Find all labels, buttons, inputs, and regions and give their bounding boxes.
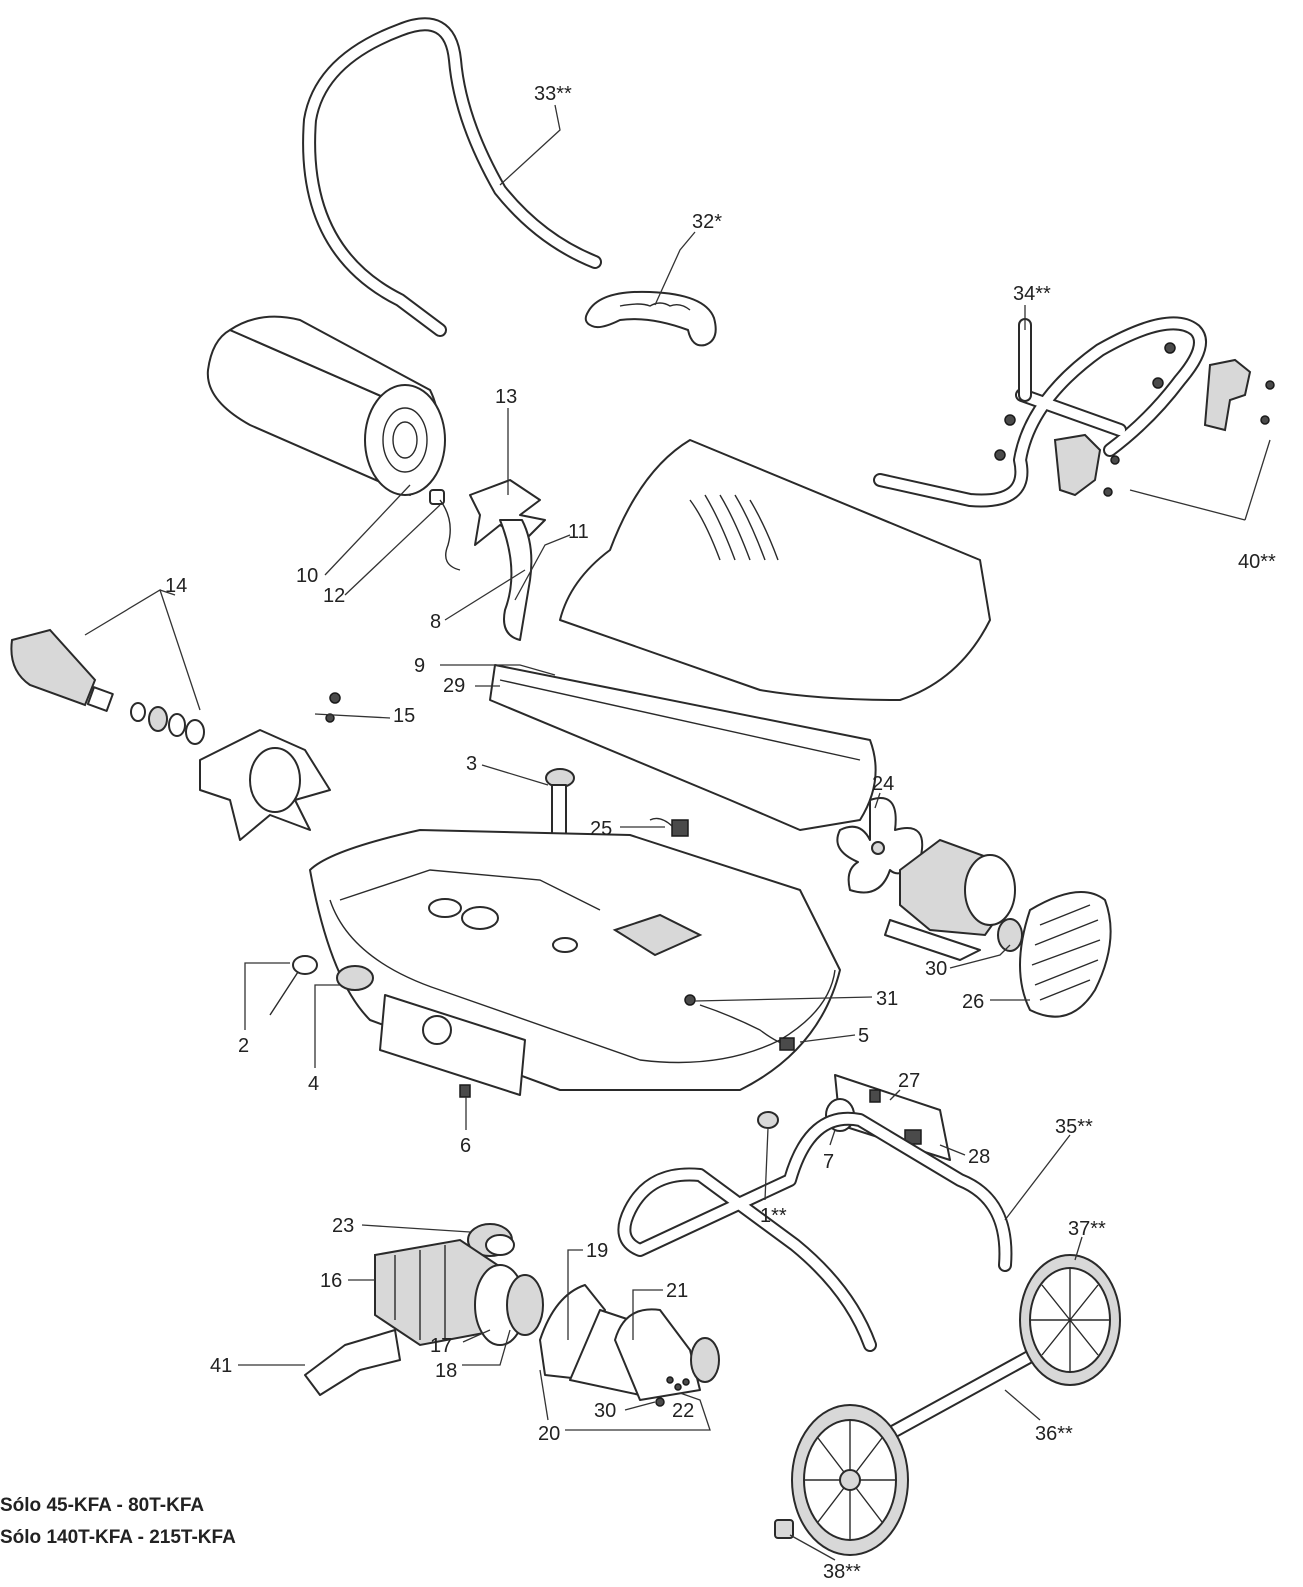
- part-37-wheel-rear: [1019, 1254, 1121, 1386]
- part-26-grille: [1019, 891, 1112, 1018]
- callout-27: 27: [898, 1070, 920, 1092]
- part-4-cap: [336, 965, 374, 991]
- part-13-fan: [469, 479, 546, 641]
- part-40-brackets: [994, 342, 1275, 497]
- callout-2: 2: [238, 1035, 249, 1057]
- callout-16: 16: [320, 1270, 342, 1292]
- part-18-rotor: [506, 1274, 544, 1336]
- part-23-capacitor: [467, 1223, 515, 1257]
- callout-5: 5: [858, 1025, 869, 1047]
- callout-24: 24: [872, 773, 894, 795]
- part-38-hubcap: [774, 1519, 794, 1539]
- callout-1: 1**: [760, 1205, 787, 1227]
- callout-41: 41: [210, 1355, 232, 1377]
- footnote-text-1: Sólo 45-KFA - 80T-KFA: [0, 1495, 205, 1516]
- part-21-filter-cover: [614, 1308, 720, 1401]
- part-14-nozzle: [10, 628, 205, 745]
- part-33-upper-handle: [302, 17, 602, 337]
- footnote-double-asterisk: Sólo 140T-KFA - 215T-KFA: [0, 1527, 236, 1549]
- callout-18: 18: [435, 1360, 457, 1382]
- callout-15: 15: [393, 705, 415, 727]
- part-35-front-frame: [617, 1111, 1013, 1352]
- callout-37: 37**: [1068, 1218, 1106, 1240]
- callout-14: 14: [165, 575, 187, 597]
- callout-32: 32*: [692, 211, 722, 233]
- callout-34: 34**: [1013, 283, 1051, 305]
- callout-17: 17: [430, 1335, 452, 1357]
- part-32-grip: [584, 290, 717, 347]
- callout-33: 33**: [534, 83, 572, 105]
- callout-labels: 33** 32* 34** 13 40** 11 10 12 14 8 9 29…: [165, 83, 1276, 1583]
- callout-29: 29: [443, 675, 465, 697]
- callout-21: 21: [666, 1280, 688, 1302]
- callout-12: 12: [323, 585, 345, 607]
- callout-35: 35**: [1055, 1116, 1093, 1138]
- footnote-single-asterisk: Sólo 45-KFA - 80T-KFA: [0, 1495, 204, 1517]
- part-5-power-cord: [684, 994, 795, 1051]
- callout-25: 25: [590, 818, 612, 840]
- callout-3: 3: [466, 753, 477, 775]
- motor: [884, 838, 1016, 961]
- part-12-photocell: [429, 489, 461, 571]
- callout-38: 38**: [823, 1561, 861, 1583]
- part-30-bushing-upper: [997, 918, 1023, 952]
- part-10-combustion-chamber: [206, 315, 446, 496]
- callout-22: 22: [672, 1400, 694, 1422]
- callout-40: 40**: [1238, 551, 1276, 573]
- part-25-connector: [649, 817, 689, 837]
- part-2-dipstick: [269, 955, 318, 1016]
- callout-13: 13: [495, 386, 517, 408]
- callout-11: 11: [568, 521, 589, 543]
- callout-9: 9: [414, 655, 425, 677]
- callout-26: 26: [962, 991, 984, 1013]
- upper-housing-shell: [559, 439, 991, 701]
- callout-4: 4: [308, 1073, 319, 1095]
- callout-7: 7: [823, 1151, 834, 1173]
- leader-lines: [84, 104, 1271, 1561]
- callout-30-lower: 30: [594, 1400, 616, 1422]
- part-1-fitting: [757, 1111, 779, 1129]
- part-41-bracket: [304, 1329, 401, 1396]
- part-37-wheel-front: [791, 1404, 909, 1556]
- callout-28: 28: [968, 1146, 990, 1168]
- callout-36: 36**: [1035, 1423, 1073, 1445]
- callout-23: 23: [332, 1215, 354, 1237]
- callout-8: 8: [430, 611, 441, 633]
- part-22-screws: [666, 1376, 690, 1391]
- callout-19: 19: [586, 1240, 608, 1262]
- callout-20: 20: [538, 1423, 560, 1445]
- lower-housing-half: [489, 664, 877, 831]
- control-panel-plate: [379, 994, 526, 1098]
- footnote-text-2: Sólo 140T-KFA - 215T-KFA: [0, 1527, 236, 1548]
- callout-10: 10: [296, 565, 318, 587]
- part-30-bushing-lower: [655, 1397, 665, 1407]
- callout-30-upper: 30: [925, 958, 947, 980]
- part-15-fan-assembly: [199, 692, 341, 841]
- callout-31: 31: [876, 988, 898, 1010]
- callout-6: 6: [460, 1135, 471, 1157]
- part-34-rear-handle: [873, 316, 1207, 508]
